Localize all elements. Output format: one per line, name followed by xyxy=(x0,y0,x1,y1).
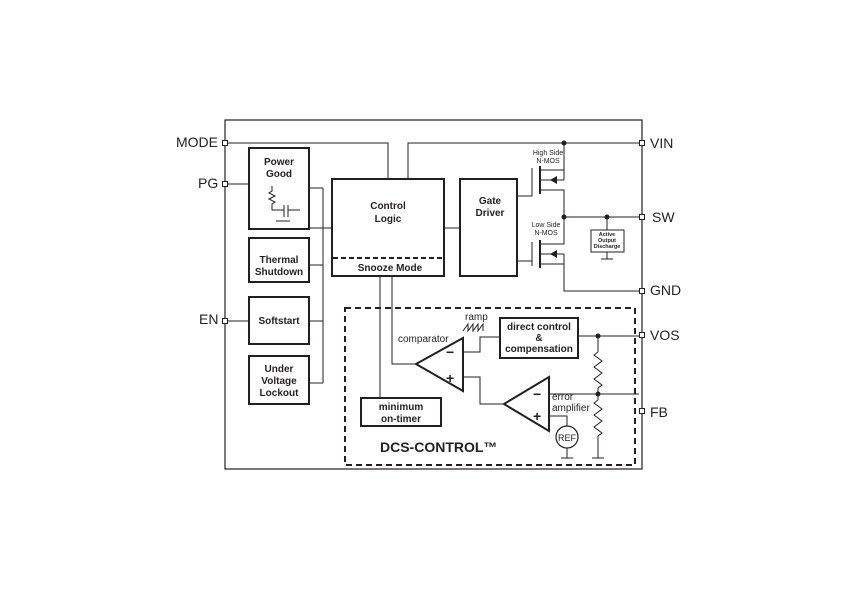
softstart-label: Softstart xyxy=(258,316,300,327)
pin-fb: FB xyxy=(639,404,668,420)
control-logic-label-2: Logic xyxy=(375,214,402,225)
uvlo-block: Under Voltage Lockout xyxy=(248,355,310,405)
pin-vin: VIN xyxy=(639,135,673,151)
direct-control-label-1: direct control xyxy=(507,322,571,333)
min-on-timer-label-2: on-timer xyxy=(381,414,421,425)
ref-label: REF xyxy=(558,433,577,443)
uvlo-label-1: Under xyxy=(265,364,294,375)
error-amplifier-label-2: amplifier xyxy=(552,403,590,414)
pin-en: EN xyxy=(199,311,228,327)
power-good-block: Power Good xyxy=(248,147,310,230)
softstart-block: Softstart xyxy=(248,296,310,345)
active-discharge-label-1: Active xyxy=(599,232,616,238)
pin-sw-label: SW xyxy=(652,209,675,225)
high-side-nmos: High Side N-MOS xyxy=(531,150,565,217)
control-logic-block: Control Logic Snooze Mode xyxy=(331,178,445,277)
comparator-plus: + xyxy=(446,370,454,386)
pin-mode: MODE xyxy=(176,134,228,150)
ramp-symbol: ramp xyxy=(462,312,488,333)
error-amp-plus: + xyxy=(533,408,541,424)
low-side-label-1: Low Side xyxy=(532,222,561,229)
pin-en-label: EN xyxy=(199,311,218,327)
low-side-nmos: Low Side N-MOS xyxy=(531,217,565,268)
high-side-label-2: N-MOS xyxy=(536,158,560,165)
pin-gnd-label: GND xyxy=(650,282,681,298)
active-discharge-label-3: Discharge xyxy=(594,244,621,250)
uvlo-label-2: Voltage xyxy=(261,376,297,387)
pin-vin-label: VIN xyxy=(650,135,673,151)
error-amp-minus: − xyxy=(533,386,541,402)
min-on-timer-block: minimum on-timer xyxy=(360,397,442,427)
low-side-label-2: N-MOS xyxy=(534,230,558,237)
direct-control-label-2: & xyxy=(535,333,542,344)
comparator-minus: − xyxy=(446,344,454,360)
thermal-shutdown-block: Thermal Shutdown xyxy=(248,237,310,283)
power-good-label-2: Good xyxy=(266,169,292,180)
pin-gnd: GND xyxy=(639,282,681,298)
direct-control-label-3: compensation xyxy=(505,344,573,355)
power-good-label-1: Power xyxy=(264,157,294,168)
thermal-shutdown-label-1: Thermal xyxy=(260,255,299,266)
comparator: comparator − + xyxy=(398,334,464,393)
pin-fb-label: FB xyxy=(650,404,668,420)
active-discharge-label-2: Output xyxy=(598,238,616,244)
pin-mode-label: MODE xyxy=(176,134,218,150)
error-amplifier-label-1: error xyxy=(552,392,574,403)
dcs-control-region xyxy=(344,307,636,466)
uvlo-label-3: Lockout xyxy=(260,388,300,399)
thermal-shutdown-label-2: Shutdown xyxy=(255,267,303,278)
pin-pg: PG xyxy=(198,175,228,191)
error-amplifier: − + error amplifier xyxy=(502,375,590,433)
gate-driver-label-2: Driver xyxy=(476,208,505,219)
pin-vos-label: VOS xyxy=(650,327,680,343)
control-logic-label-1: Control xyxy=(370,201,406,212)
direct-control-block: direct control & compensation xyxy=(499,317,579,359)
pin-pg-label: PG xyxy=(198,175,218,191)
ref-source: REF xyxy=(555,425,579,449)
active-discharge-block: Active Output Discharge xyxy=(590,229,625,260)
pin-vos: VOS xyxy=(639,327,680,343)
high-side-label-1: High Side xyxy=(533,150,563,157)
dcs-control-label: DCS-CONTROL™ xyxy=(380,439,497,455)
pin-sw: SW xyxy=(639,209,675,225)
snooze-mode-label: Snooze Mode xyxy=(358,263,423,274)
comparator-label: comparator xyxy=(398,334,449,345)
min-on-timer-label-1: minimum xyxy=(379,402,424,413)
ramp-label: ramp xyxy=(465,312,488,323)
gate-driver-label-1: Gate xyxy=(479,196,502,207)
junctions xyxy=(561,140,610,397)
gate-driver-block: Gate Driver xyxy=(459,178,518,277)
ic-outline xyxy=(224,119,643,470)
